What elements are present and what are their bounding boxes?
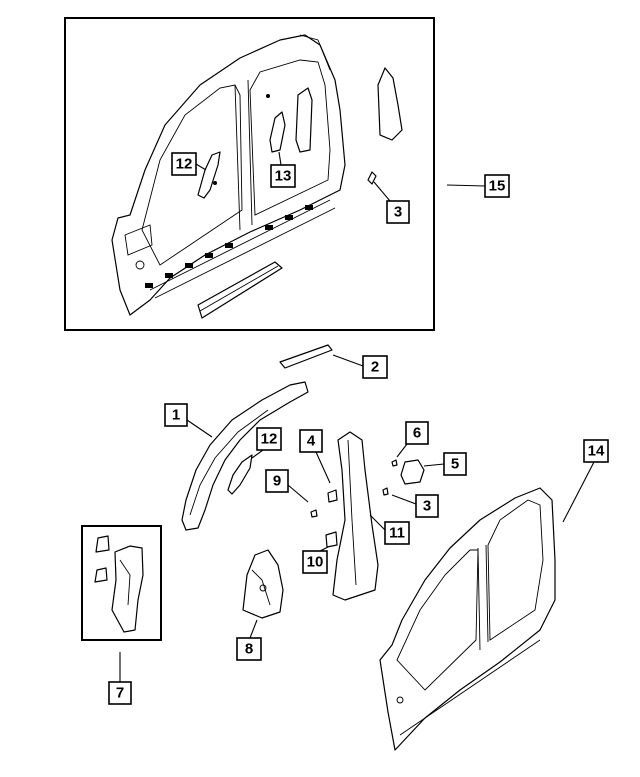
callout-4: 4	[307, 433, 316, 450]
part-7-piece-a	[95, 535, 110, 553]
callout-box-14	[583, 439, 609, 463]
callout-box-10	[302, 550, 328, 574]
part-5-bracket	[400, 459, 425, 485]
leader-14	[562, 461, 595, 523]
part-7-piece-b	[94, 567, 108, 583]
assembly-reinforcement	[377, 67, 403, 141]
leader-2	[332, 354, 364, 367]
leader-3	[391, 494, 417, 505]
callout-3: 3	[423, 498, 431, 515]
part-10-bracket	[325, 531, 338, 548]
callout-box-11	[384, 521, 410, 545]
a-pillar-detail	[189, 409, 269, 516]
callout-box-13	[270, 164, 296, 188]
callout-10: 10	[307, 554, 324, 571]
assembly-bracket-12	[197, 151, 221, 199]
callout-12: 12	[261, 431, 278, 448]
assembly-body-side-illustration	[111, 34, 346, 316]
callout-2: 2	[371, 359, 379, 376]
callout-box-12	[256, 427, 282, 451]
callout-5: 5	[451, 456, 459, 473]
leader-10	[319, 546, 329, 552]
leader-3-assembly	[373, 181, 391, 202]
callout-box-3-assembly	[386, 200, 410, 224]
part-12-bracket	[227, 454, 253, 495]
callout-8: 8	[245, 641, 253, 658]
leader-1	[186, 419, 213, 438]
callout-box-6	[405, 421, 429, 445]
callout-box-9	[265, 469, 289, 493]
callout-7: 7	[116, 685, 124, 702]
callout-3-assembly: 3	[394, 204, 402, 221]
callout-1: 1	[172, 407, 180, 424]
callout-15: 15	[489, 178, 506, 195]
part-11-b-pillar	[332, 431, 379, 601]
callout-13: 13	[275, 168, 292, 185]
leader-11	[369, 514, 386, 531]
leader-9	[287, 484, 309, 503]
part-1-a-pillar	[181, 381, 309, 531]
part-4-bracket	[327, 489, 338, 503]
part-8-hole	[259, 584, 267, 592]
callout-11: 11	[389, 525, 405, 542]
callout-box-8	[236, 637, 262, 661]
leader-13	[278, 151, 282, 166]
part-2-roof-rail	[279, 344, 333, 369]
b-pillar-detail	[347, 439, 357, 586]
part-9-clip	[310, 509, 318, 518]
leader-12	[251, 449, 264, 459]
part-6-clip	[391, 459, 398, 467]
callout-box-3	[415, 494, 439, 518]
assembly-pillar-insert	[295, 87, 313, 153]
part-8-detail	[251, 569, 271, 606]
callout-12-assembly: 12	[176, 156, 193, 173]
sill-strip-line	[199, 265, 279, 312]
callout-box-2	[362, 355, 388, 379]
part-7-bracket	[111, 545, 144, 633]
leader-4	[315, 451, 331, 484]
leader-5	[423, 463, 445, 467]
leader-15	[446, 184, 486, 187]
part-14-body-side	[379, 487, 556, 751]
callout-6: 6	[413, 425, 421, 442]
callout-14: 14	[588, 443, 605, 460]
leader-6	[396, 443, 408, 458]
leader-12-assembly	[195, 163, 207, 171]
callout-box-4	[299, 429, 323, 453]
callout-box-1	[164, 403, 188, 427]
assembly-small-bracket	[367, 171, 377, 185]
assembly-bracket-13	[269, 111, 286, 153]
part-3-clip	[382, 487, 389, 496]
assembly-frame	[64, 17, 435, 331]
part-7-detail	[119, 559, 131, 606]
part-7-group-frame	[81, 525, 162, 641]
leader-8	[249, 619, 258, 639]
callout-9: 9	[273, 473, 281, 490]
